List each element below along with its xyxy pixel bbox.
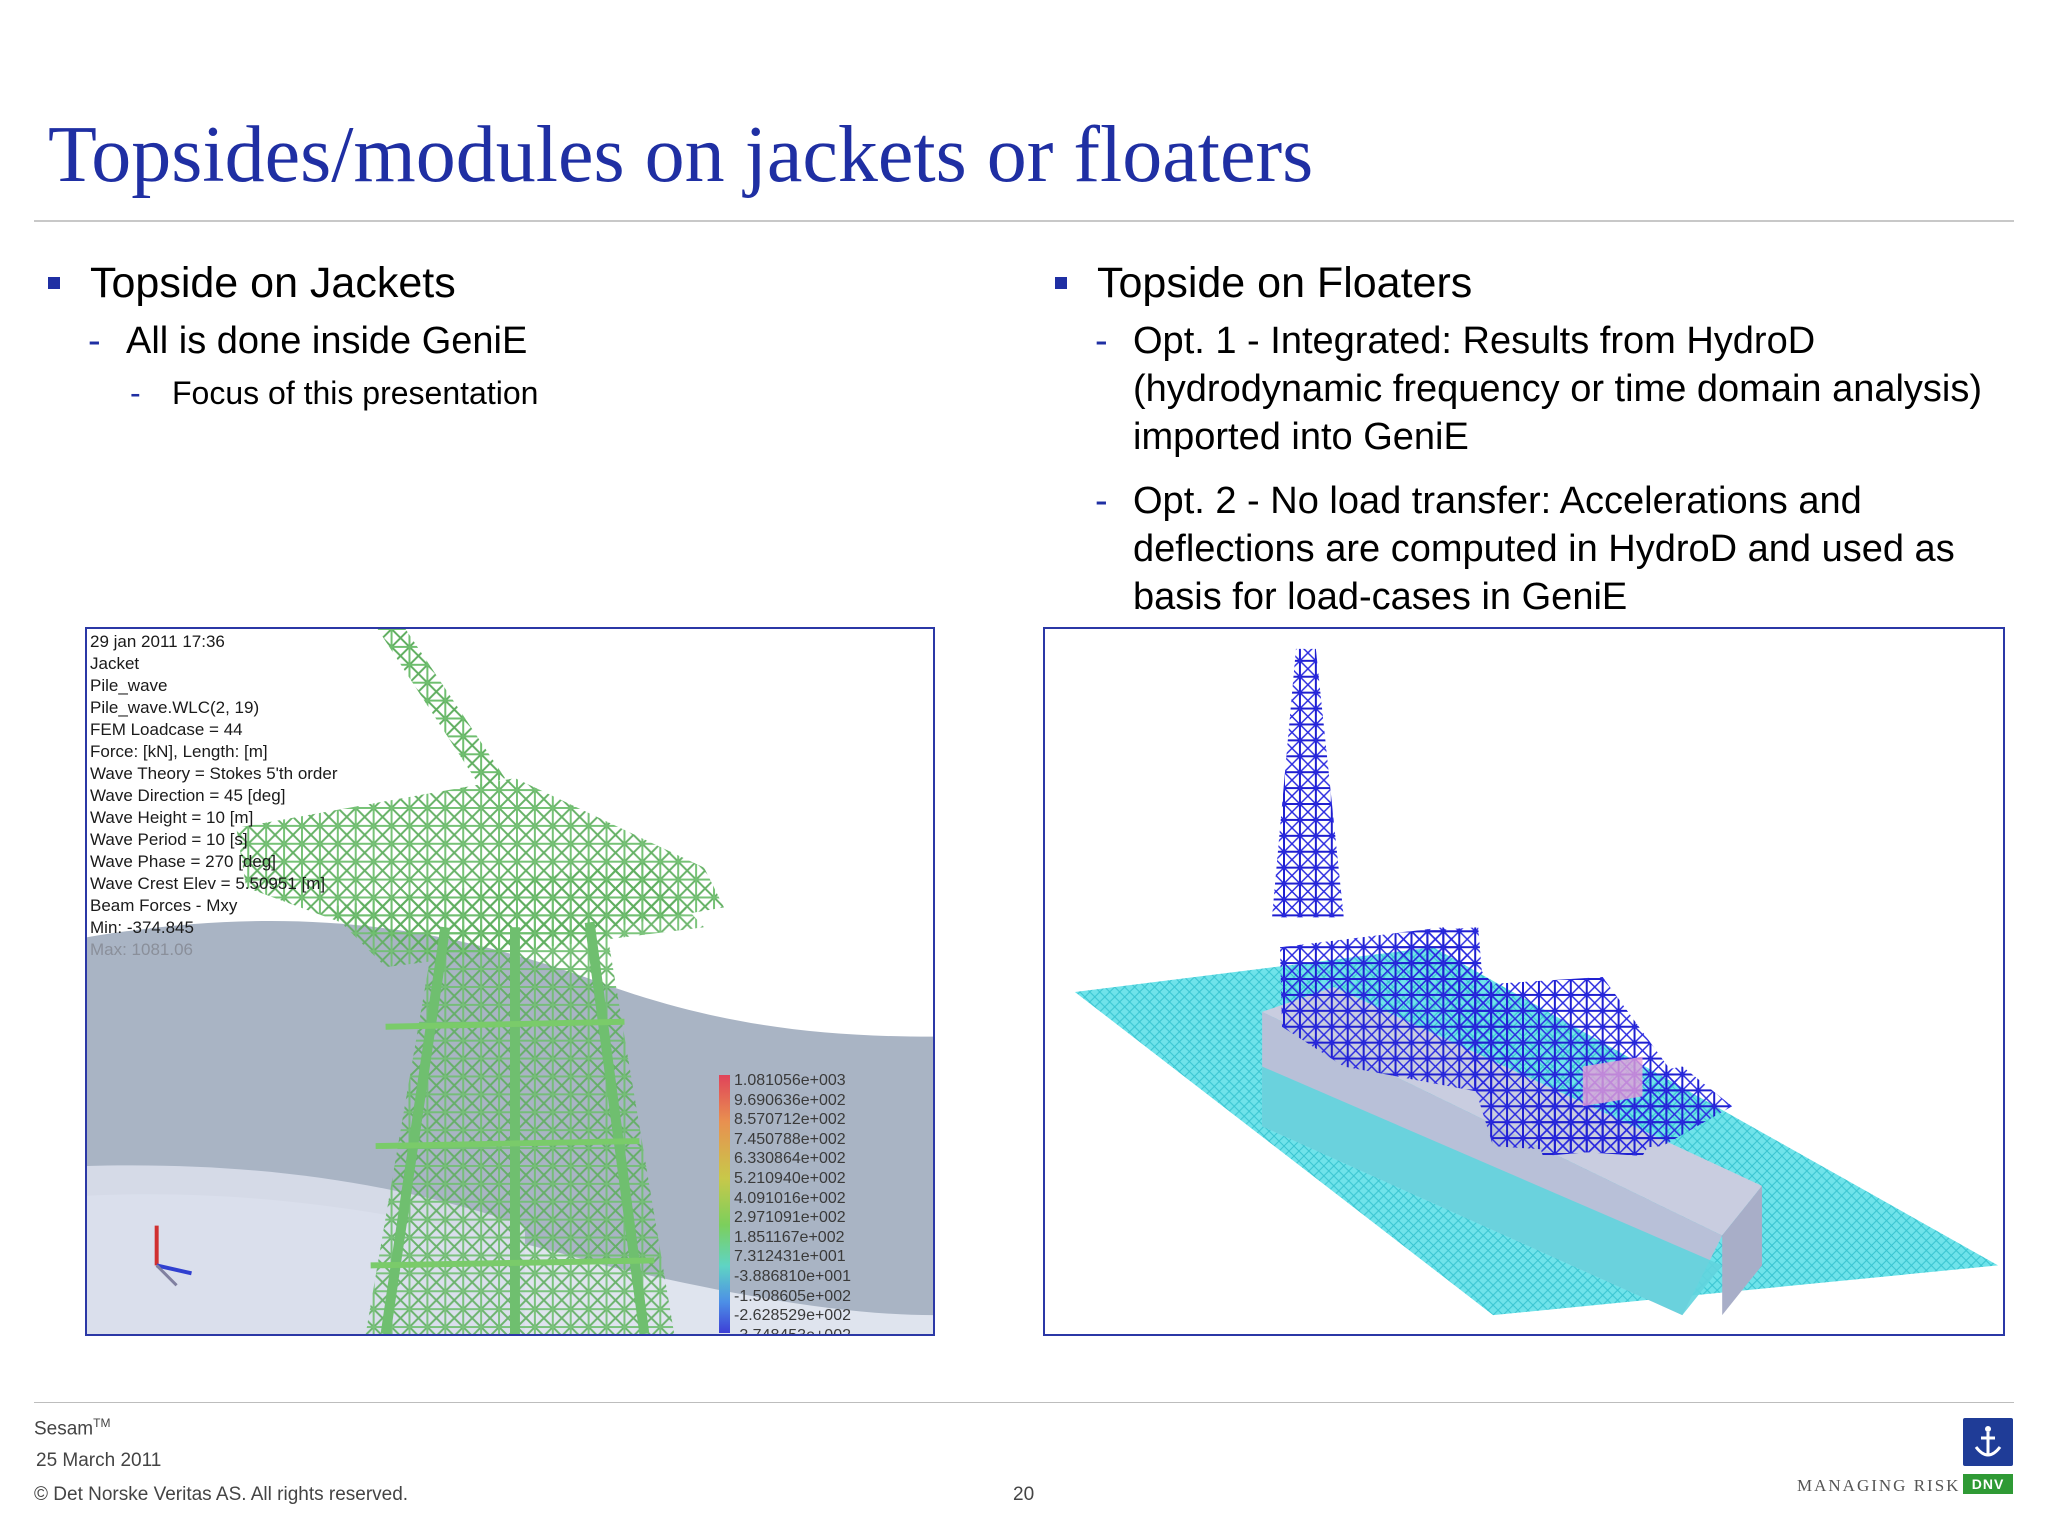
dash-bullet-icon: - <box>130 375 141 411</box>
bullet-text: Topside on Jackets <box>90 259 456 307</box>
dash-bullet-icon: - <box>1095 320 1108 362</box>
bullet-text: Focus of this presentation <box>172 375 539 411</box>
product-name: SesamTM <box>34 1416 110 1440</box>
meta-line: Wave Direction = 45 [deg] <box>90 786 286 805</box>
bullet-topside-jackets: Topside on Jackets <box>48 255 988 311</box>
sub-bullet-genie: - All is done inside GeniE <box>88 317 988 365</box>
slide-title: Topsides/modules on jackets or floaters <box>48 111 1314 199</box>
copyright: © Det Norske Veritas AS. All rights rese… <box>34 1484 409 1505</box>
legend-value: 9.690636e+002 <box>734 1091 846 1109</box>
dash-bullet-icon: - <box>1095 480 1108 522</box>
legend-color-bar <box>719 1075 730 1333</box>
square-bullet-icon <box>48 277 60 289</box>
footer-divider <box>34 1402 2014 1403</box>
legend-value: 1.081056e+003 <box>734 1072 846 1089</box>
legend-value: 2.971091e+002 <box>734 1209 846 1227</box>
bullet-text: Topside on Floaters <box>1097 259 1473 307</box>
legend-value: 7.312431e+001 <box>734 1248 846 1266</box>
trademark-sup: TM <box>93 1416 111 1430</box>
bullet-text: Opt. 1 - Integrated: Results from HydroD… <box>1133 320 1983 458</box>
bullet-text: Opt. 2 - No load transfer: Accelerations… <box>1133 480 1955 618</box>
bullet-text: All is done inside GeniE <box>126 320 528 362</box>
legend-value: -3.748453e+002 <box>734 1326 851 1336</box>
sub-bullet-opt2: - Opt. 2 - No load transfer: Acceleratio… <box>1095 477 2005 621</box>
dnv-wordmark: DNV <box>1963 1474 2013 1494</box>
floater-model-figure <box>1043 627 2005 1336</box>
meta-line: 29 jan 2011 17:36 <box>90 632 225 651</box>
legend-value: -3.886810e+001 <box>734 1267 851 1285</box>
tagline: MANAGING RISK <box>1797 1476 1961 1495</box>
meta-line: Wave Period = 10 [s] <box>90 830 248 849</box>
jacket-result-figure: 29 jan 2011 17:36 Jacket Pile_wave Pile_… <box>85 627 935 1336</box>
dnv-logo: DNV <box>1963 1418 2013 1494</box>
dash-bullet-icon: - <box>88 320 101 362</box>
page-number: 20 <box>1013 1484 1035 1505</box>
meta-line: Wave Crest Elev = 5.50951 [m] <box>90 874 326 893</box>
meta-line: Min: -374.845 <box>90 918 194 937</box>
legend-value: -1.508605e+002 <box>734 1287 851 1305</box>
meta-line: Pile_wave.WLC(2, 19) <box>90 698 260 717</box>
meta-line: Wave Phase = 270 [deg] <box>90 852 277 871</box>
legend-value: 6.330864e+002 <box>734 1150 846 1168</box>
legend-value: -2.628529e+002 <box>734 1307 851 1325</box>
legend-value: 5.210940e+002 <box>734 1169 846 1187</box>
right-column: Topside on Floaters - Opt. 1 - Integrate… <box>1055 255 2005 621</box>
sub-sub-bullet-focus: - Focus of this presentation <box>130 371 988 415</box>
meta-line: Beam Forces - Mxy <box>90 896 238 915</box>
sub-bullet-opt1: - Opt. 1 - Integrated: Results from Hydr… <box>1095 317 2005 461</box>
legend-value: 4.091016e+002 <box>734 1189 846 1207</box>
left-column: Topside on Jackets - All is done inside … <box>48 255 988 415</box>
floater-render <box>1045 629 2003 1334</box>
footer-date: 25 March 2011 <box>36 1450 162 1471</box>
meta-line: Force: [kN], Length: [m] <box>90 742 268 761</box>
legend-value: 1.851167e+002 <box>734 1228 845 1246</box>
product-label: Sesam <box>34 1418 94 1440</box>
title-divider <box>34 220 2014 222</box>
meta-max: Max: 1081.06 <box>90 940 194 959</box>
bullet-topside-floaters: Topside on Floaters <box>1055 255 2005 311</box>
legend-value: 8.570712e+002 <box>734 1111 846 1129</box>
meta-line: Wave Theory = Stokes 5'th order <box>90 764 338 783</box>
anchor-emblem-icon <box>1963 1418 2013 1466</box>
meta-line: Pile_wave <box>90 676 168 695</box>
meta-line: FEM Loadcase = 44 <box>90 720 243 739</box>
result-metadata: 29 jan 2011 17:36 Jacket Pile_wave Pile_… <box>90 631 338 961</box>
meta-line: Wave Height = 10 [m] <box>90 808 254 827</box>
meta-line: Jacket <box>90 654 140 673</box>
legend-value: 7.450788e+002 <box>734 1130 846 1148</box>
legend-labels: 1.081056e+003 9.690636e+002 8.570712e+00… <box>734 1071 851 1336</box>
square-bullet-icon <box>1055 277 1067 289</box>
